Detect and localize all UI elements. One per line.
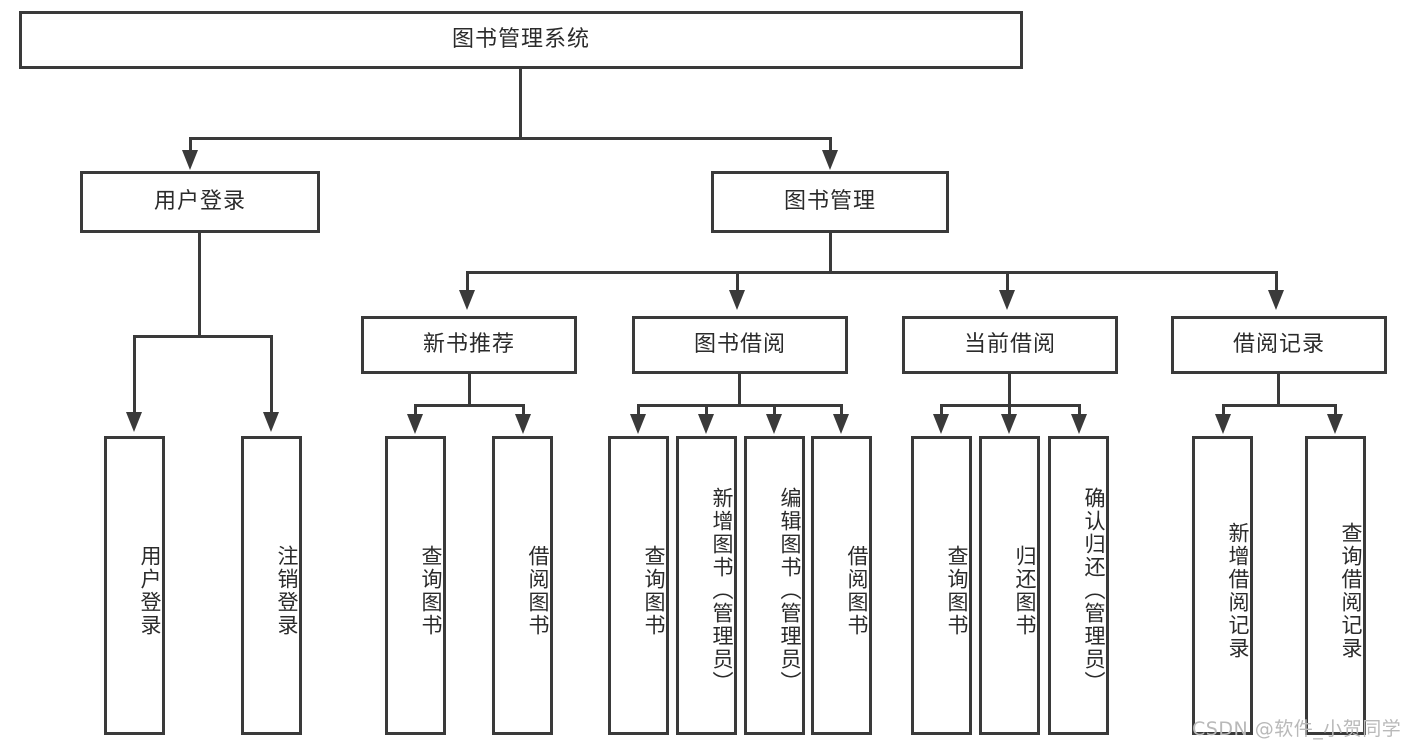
arrowhead-userlogin-leaf1 bbox=[126, 412, 142, 432]
connector-bookmgmt-to-borrow bbox=[736, 271, 739, 303]
connector-bookmgmt-to-newbook bbox=[466, 271, 469, 303]
node-label: 新书推荐 bbox=[422, 332, 515, 358]
leaf-logout-login[interactable]: 注销登录 bbox=[241, 436, 302, 735]
connector-root-to-bookmgmt bbox=[829, 137, 832, 161]
node-label: 新增借阅记录 bbox=[1226, 521, 1250, 660]
csdn-watermark: CSDN @软件_小贺同学 bbox=[1192, 718, 1402, 740]
arrowhead-borrow-leaf4 bbox=[833, 414, 849, 434]
node-borrow-record[interactable]: 借阅记录 bbox=[1171, 316, 1387, 374]
node-book-management[interactable]: 图书管理 bbox=[711, 171, 949, 233]
arrowhead-record-leaf1 bbox=[1215, 414, 1231, 434]
connector-current-stem bbox=[1008, 374, 1011, 406]
node-label: 用户登录 bbox=[138, 544, 162, 637]
arrowhead-current-leaf2 bbox=[1001, 414, 1017, 434]
connector-record-stem bbox=[1277, 374, 1280, 406]
node-root-system[interactable]: 图书管理系统 bbox=[19, 11, 1023, 69]
leaf-query-borrow-record[interactable]: 查询借阅记录 bbox=[1305, 436, 1366, 735]
leaf-edit-book-admin[interactable]: 编辑图书（管理员） bbox=[744, 436, 805, 735]
connector-userlogin-leaf2 bbox=[270, 335, 273, 423]
arrowhead-to-current bbox=[999, 290, 1015, 310]
arrowhead-borrow-leaf2 bbox=[698, 414, 714, 434]
leaf-confirm-return-admin[interactable]: 确认归还（管理员） bbox=[1048, 436, 1109, 735]
arrowhead-current-leaf1 bbox=[933, 414, 949, 434]
arrowhead-newbook-leaf1 bbox=[407, 414, 423, 434]
leaf-return-book[interactable]: 归还图书 bbox=[979, 436, 1040, 735]
arrowhead-userlogin-leaf2 bbox=[263, 412, 279, 432]
connector-newbook-bus bbox=[414, 404, 525, 407]
node-user-login[interactable]: 用户登录 bbox=[80, 171, 320, 233]
node-label: 借阅记录 bbox=[1232, 332, 1325, 358]
node-label: 查询图书 bbox=[945, 544, 969, 637]
node-book-borrow[interactable]: 图书借阅 bbox=[632, 316, 848, 374]
connector-bookmgmt-to-record bbox=[1275, 271, 1278, 303]
connector-root-bus bbox=[189, 137, 832, 140]
arrowhead-to-newbook bbox=[459, 290, 475, 310]
leaf-user-login[interactable]: 用户登录 bbox=[104, 436, 165, 735]
node-label: 新增图书（管理员） bbox=[710, 487, 734, 694]
node-label: 注销登录 bbox=[275, 544, 299, 637]
node-new-book-recommend[interactable]: 新书推荐 bbox=[361, 316, 577, 374]
node-label: 编辑图书（管理员） bbox=[778, 487, 802, 694]
connector-root-to-userlogin bbox=[189, 137, 192, 161]
leaf-add-book-admin[interactable]: 新增图书（管理员） bbox=[676, 436, 737, 735]
node-label: 用户登录 bbox=[153, 189, 246, 215]
connector-root-stem bbox=[519, 69, 522, 139]
connector-userlogin-bus bbox=[133, 335, 273, 338]
connector-record-bus bbox=[1222, 404, 1337, 407]
node-label: 查询图书 bbox=[419, 544, 443, 637]
arrowhead-to-record bbox=[1268, 290, 1284, 310]
leaf-add-borrow-record[interactable]: 新增借阅记录 bbox=[1192, 436, 1253, 735]
node-label: 借阅图书 bbox=[526, 544, 550, 637]
node-label: 图书管理系统 bbox=[451, 27, 590, 53]
leaf-borrow-book[interactable]: 借阅图书 bbox=[811, 436, 872, 735]
arrowhead-current-leaf3 bbox=[1071, 414, 1087, 434]
arrowhead-to-borrow bbox=[729, 290, 745, 310]
connector-bookmgmt-bus bbox=[466, 271, 1278, 274]
connector-bookmgmt-stem bbox=[829, 233, 832, 273]
arrowhead-borrow-leaf3 bbox=[766, 414, 782, 434]
connector-bookmgmt-to-current bbox=[1006, 271, 1009, 303]
arrowhead-to-bookmgmt bbox=[822, 150, 838, 170]
connector-userlogin-stem bbox=[198, 233, 201, 337]
connector-newbook-stem bbox=[468, 374, 471, 406]
arrowhead-newbook-leaf2 bbox=[515, 414, 531, 434]
leaf-query-book-current[interactable]: 查询图书 bbox=[911, 436, 972, 735]
leaf-query-book-recommend[interactable]: 查询图书 bbox=[385, 436, 446, 735]
node-label: 查询借阅记录 bbox=[1339, 521, 1363, 660]
node-label: 确认归还（管理员） bbox=[1082, 487, 1106, 694]
node-label: 归还图书 bbox=[1013, 544, 1037, 637]
arrowhead-borrow-leaf1 bbox=[630, 414, 646, 434]
node-label: 借阅图书 bbox=[845, 544, 869, 637]
leaf-borrow-book-recommend[interactable]: 借阅图书 bbox=[492, 436, 553, 735]
leaf-query-book-borrow[interactable]: 查询图书 bbox=[608, 436, 669, 735]
arrowhead-record-leaf2 bbox=[1327, 414, 1343, 434]
node-label: 当前借阅 bbox=[963, 332, 1056, 358]
node-label: 图书借阅 bbox=[693, 332, 786, 358]
connector-borrow-stem bbox=[738, 374, 741, 406]
node-current-borrow[interactable]: 当前借阅 bbox=[902, 316, 1118, 374]
node-label: 图书管理 bbox=[783, 189, 876, 215]
connector-borrow-bus bbox=[637, 404, 843, 407]
arrowhead-to-userlogin bbox=[182, 150, 198, 170]
connector-userlogin-leaf1 bbox=[133, 335, 136, 423]
node-label: 查询图书 bbox=[642, 544, 666, 637]
